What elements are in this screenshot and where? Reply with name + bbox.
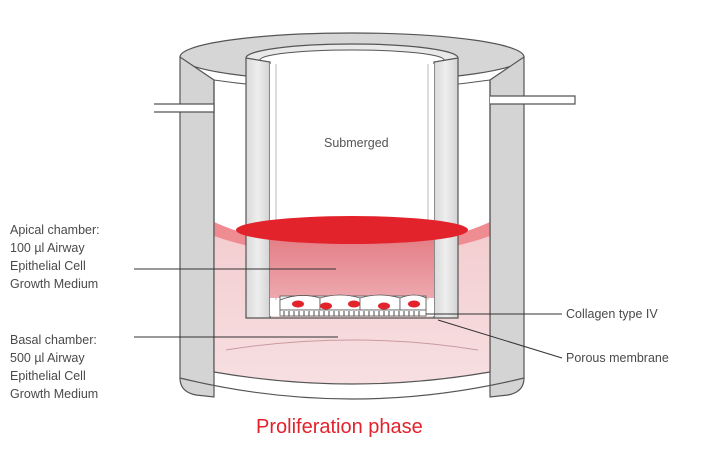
insert-left-wall [245,57,271,319]
porous-membrane-label: Porous membrane [566,351,669,365]
outer-well-left-wall [179,55,215,398]
phase-caption: Proliferation phase [256,416,423,438]
basal-chamber-label: Basal chamber: 500 µl Airway Epithelial … [10,333,99,401]
left-hanger-arm [154,103,215,113]
submerged-label: Submerged [324,136,389,150]
basal-inner-floor [225,339,479,351]
porous-membrane [279,309,427,317]
apical-chamber-label: Apical chamber: 100 µl Airway Epithelial… [10,223,100,291]
membrane-pores [283,311,420,316]
membrane-leader-line [437,319,563,359]
basal-inner-floor-2 [213,371,491,385]
outer-well-right-wall [489,55,525,398]
outer-well-bottom [179,377,525,400]
insert-right-wall [433,57,459,319]
right-hanger-arm [490,95,576,105]
collagen-label: Collagen type IV [566,307,658,321]
cell-nuclei [292,300,420,310]
apical-medium-surface [236,216,468,244]
